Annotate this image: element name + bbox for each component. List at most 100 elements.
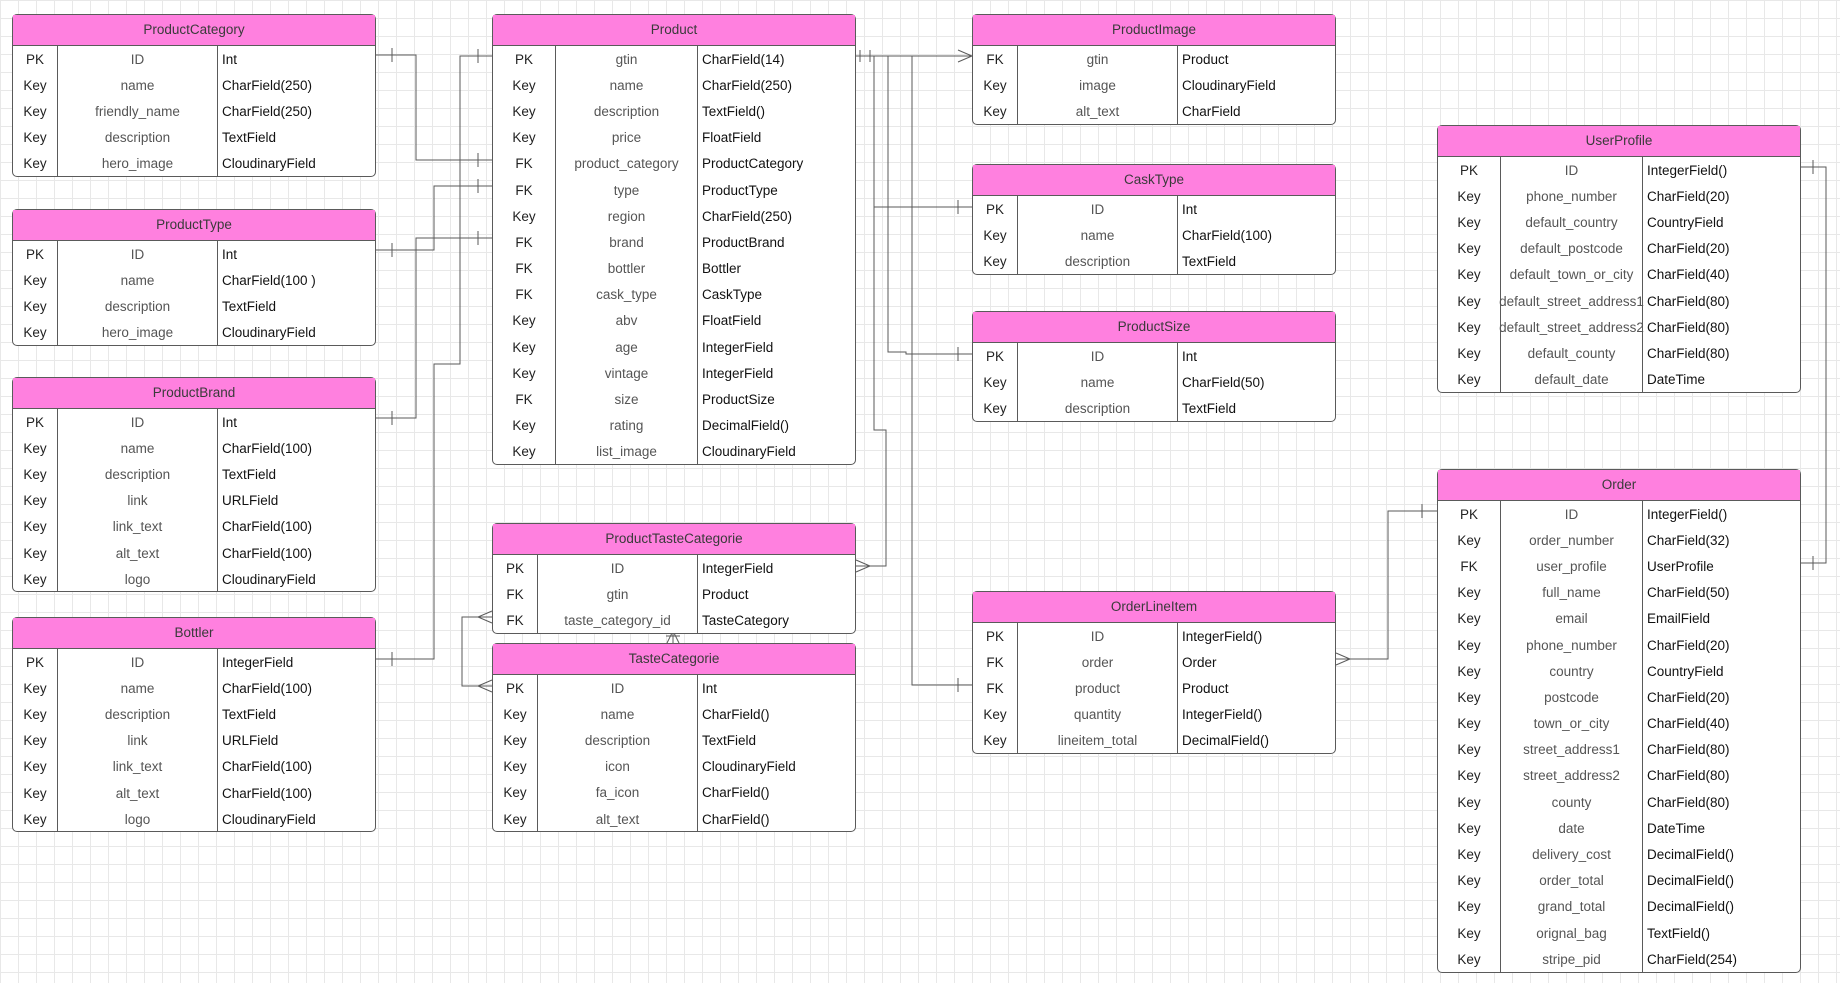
- field-row[interactable]: PKIDInt: [13, 241, 375, 267]
- field-row[interactable]: Keyalt_textCharField(): [493, 806, 855, 832]
- field-row[interactable]: KeyiconCloudinaryField: [493, 754, 855, 780]
- field-row[interactable]: Keydefault_dateDateTime: [1438, 367, 1800, 393]
- field-row[interactable]: KeyvintageIntegerField: [493, 360, 855, 386]
- entity-productimage[interactable]: ProductImageFKgtinProductKeyimageCloudin…: [972, 14, 1336, 125]
- field-row[interactable]: PKIDInt: [13, 409, 375, 435]
- field-row[interactable]: KeydescriptionTextField: [973, 395, 1335, 421]
- field-row[interactable]: FKtaste_category_idTasteCategory: [493, 607, 855, 633]
- field-row[interactable]: Keystreet_address1CharField(80): [1438, 737, 1800, 763]
- field-row[interactable]: Keygrand_totalDecimalField(): [1438, 894, 1800, 920]
- field-row[interactable]: Keyalt_textCharField: [973, 98, 1335, 124]
- field-row[interactable]: KeyregionCharField(250): [493, 203, 855, 229]
- field-row[interactable]: Keyorder_numberCharField(32): [1438, 527, 1800, 553]
- entity-productsize[interactable]: ProductSizePKIDIntKeynameCharField(50)Ke…: [972, 311, 1336, 422]
- entity-orderlineitem[interactable]: OrderLineItemPKIDIntegerField()FKorderOr…: [972, 591, 1336, 754]
- field-row[interactable]: KeyquantityIntegerField(): [973, 702, 1335, 728]
- field-row[interactable]: KeydescriptionTextField: [13, 293, 375, 319]
- field-row[interactable]: Keytown_or_cityCharField(40): [1438, 711, 1800, 737]
- field-row[interactable]: Keydefault_postcodeCharField(20): [1438, 236, 1800, 262]
- entity-userprofile[interactable]: UserProfilePKIDIntegerField()Keyphone_nu…: [1437, 125, 1801, 393]
- entity-producttastecategorie[interactable]: ProductTasteCategoriePKIDIntegerFieldFKg…: [492, 523, 856, 634]
- entity-bottler[interactable]: BottlerPKIDIntegerFieldKeynameCharField(…: [12, 617, 376, 833]
- field-row[interactable]: FKsizeProductSize: [493, 386, 855, 412]
- field-row[interactable]: Keyalt_textCharField(100): [13, 540, 375, 566]
- field-row[interactable]: FKgtinProduct: [493, 581, 855, 607]
- field-row[interactable]: Keylink_textCharField(100): [13, 754, 375, 780]
- field-row[interactable]: KeycountyCharField(80): [1438, 789, 1800, 815]
- field-row[interactable]: Keyorder_totalDecimalField(): [1438, 868, 1800, 894]
- field-row[interactable]: PKIDIntegerField(): [1438, 157, 1800, 183]
- field-row[interactable]: KeyageIntegerField: [493, 334, 855, 360]
- entity-product[interactable]: ProductPKgtinCharField(14)KeynameCharFie…: [492, 14, 856, 466]
- entity-tastecategorie[interactable]: TasteCategoriePKIDIntKeynameCharField()K…: [492, 643, 856, 833]
- field-row[interactable]: KeydescriptionTextField: [973, 248, 1335, 274]
- field-row[interactable]: Keystripe_pidCharField(254): [1438, 946, 1800, 972]
- field-row[interactable]: KeydescriptionTextField: [493, 727, 855, 753]
- entity-casktype[interactable]: CaskTypePKIDIntKeynameCharField(100)Keyd…: [972, 164, 1336, 275]
- field-row[interactable]: KeynameCharField(100): [13, 435, 375, 461]
- field-row[interactable]: Keyfriendly_nameCharField(250): [13, 98, 375, 124]
- field-row[interactable]: KeyratingDecimalField(): [493, 413, 855, 439]
- field-row[interactable]: KeylinkURLField: [13, 488, 375, 514]
- field-row[interactable]: Keyfull_nameCharField(50): [1438, 580, 1800, 606]
- field-row[interactable]: KeynameCharField(50): [973, 369, 1335, 395]
- field-row[interactable]: FKbottlerBottler: [493, 256, 855, 282]
- field-row[interactable]: KeynameCharField(100 ): [13, 267, 375, 293]
- field-row[interactable]: KeycountryCountryField: [1438, 658, 1800, 684]
- field-row[interactable]: Keydefault_street_address1CharField(80): [1438, 288, 1800, 314]
- field-row[interactable]: Keyfa_iconCharField(): [493, 780, 855, 806]
- field-row[interactable]: FKgtinProduct: [973, 46, 1335, 72]
- field-row[interactable]: Keydefault_countryCountryField: [1438, 209, 1800, 235]
- entity-order[interactable]: OrderPKIDIntegerField()Keyorder_numberCh…: [1437, 469, 1801, 973]
- field-row[interactable]: PKIDIntegerField: [493, 555, 855, 581]
- field-row[interactable]: Keydefault_countyCharField(80): [1438, 340, 1800, 366]
- field-row[interactable]: PKIDInt: [973, 343, 1335, 369]
- field-row[interactable]: FKtypeProductType: [493, 177, 855, 203]
- field-row[interactable]: KeydescriptionTextField: [13, 461, 375, 487]
- field-row[interactable]: Keyorignal_bagTextField(): [1438, 920, 1800, 946]
- field-row[interactable]: Keydefault_street_address2CharField(80): [1438, 314, 1800, 340]
- field-row[interactable]: PKIDInt: [13, 46, 375, 72]
- entity-producttype[interactable]: ProductTypePKIDIntKeynameCharField(100 )…: [12, 209, 376, 346]
- field-row[interactable]: Keystreet_address2CharField(80): [1438, 763, 1800, 789]
- field-row[interactable]: Keyphone_numberCharField(20): [1438, 632, 1800, 658]
- field-row[interactable]: KeynameCharField(): [493, 701, 855, 727]
- field-row[interactable]: Keydelivery_costDecimalField(): [1438, 841, 1800, 867]
- entity-productbrand[interactable]: ProductBrandPKIDIntKeynameCharField(100)…: [12, 377, 376, 593]
- field-row[interactable]: Keyhero_imageCloudinaryField: [13, 151, 375, 177]
- field-row[interactable]: KeydateDateTime: [1438, 815, 1800, 841]
- field-row[interactable]: FKbrandProductBrand: [493, 229, 855, 255]
- field-row[interactable]: FKproductProduct: [973, 675, 1335, 701]
- field-row[interactable]: KeyabvFloatField: [493, 308, 855, 334]
- field-row[interactable]: PKIDInt: [973, 196, 1335, 222]
- field-row[interactable]: KeylogoCloudinaryField: [13, 806, 375, 832]
- field-row[interactable]: KeynameCharField(100): [973, 222, 1335, 248]
- field-row[interactable]: KeylinkURLField: [13, 728, 375, 754]
- field-row[interactable]: KeydescriptionTextField: [13, 125, 375, 151]
- field-row[interactable]: KeypostcodeCharField(20): [1438, 684, 1800, 710]
- field-row[interactable]: KeynameCharField(100): [13, 675, 375, 701]
- field-row[interactable]: PKIDIntegerField(): [1438, 501, 1800, 527]
- field-row[interactable]: FKcask_typeCaskType: [493, 282, 855, 308]
- field-row[interactable]: Keyphone_numberCharField(20): [1438, 183, 1800, 209]
- field-row[interactable]: PKIDIntegerField: [13, 649, 375, 675]
- field-row[interactable]: Keylink_textCharField(100): [13, 514, 375, 540]
- field-row[interactable]: Keylineitem_totalDecimalField(): [973, 728, 1335, 754]
- field-row[interactable]: FKorderOrder: [973, 649, 1335, 675]
- field-row[interactable]: FKproduct_categoryProductCategory: [493, 151, 855, 177]
- field-row[interactable]: KeynameCharField(250): [13, 72, 375, 98]
- field-row[interactable]: KeyimageCloudinaryField: [973, 72, 1335, 98]
- field-row[interactable]: KeylogoCloudinaryField: [13, 566, 375, 592]
- field-row[interactable]: KeydescriptionTextField: [13, 701, 375, 727]
- field-row[interactable]: PKgtinCharField(14): [493, 46, 855, 72]
- field-row[interactable]: KeydescriptionTextField(): [493, 98, 855, 124]
- field-row[interactable]: FKuser_profileUserProfile: [1438, 553, 1800, 579]
- field-row[interactable]: PKIDIntegerField(): [973, 623, 1335, 649]
- field-row[interactable]: PKIDInt: [493, 675, 855, 701]
- entity-productcategory[interactable]: ProductCategoryPKIDIntKeynameCharField(2…: [12, 14, 376, 177]
- field-row[interactable]: Keyalt_textCharField(100): [13, 780, 375, 806]
- field-row[interactable]: Keydefault_town_or_cityCharField(40): [1438, 262, 1800, 288]
- field-row[interactable]: Keylist_imageCloudinaryField: [493, 439, 855, 465]
- field-row[interactable]: KeynameCharField(250): [493, 72, 855, 98]
- field-row[interactable]: KeypriceFloatField: [493, 125, 855, 151]
